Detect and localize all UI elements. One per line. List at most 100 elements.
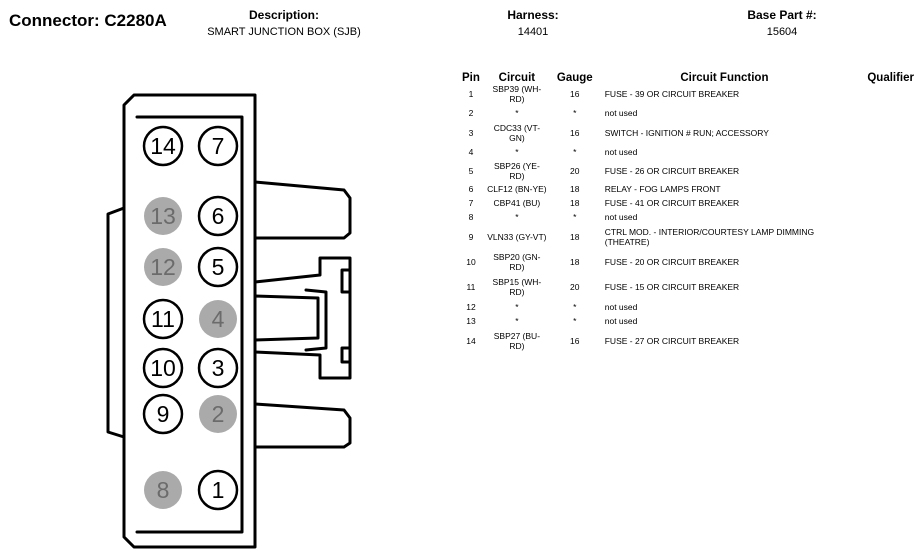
pin-cavity-13 [144,197,182,235]
pin-cavity-5 [197,246,239,288]
circuit-cell: SBP39 (WH-RD) [492,84,542,104]
circuit-cell: SBP26 (YE-RD) [493,161,540,181]
pin-cell: 12 [466,302,476,312]
center-key-tip [304,288,328,352]
pin-cell: 1 [468,89,474,99]
qualifier-cell [844,314,914,328]
pin-cavity-10 [142,347,184,389]
circuit-function-cell: not used [604,316,638,326]
pin-cavity-9 [142,393,184,435]
circuit-function-cell: FUSE - 26 OR CIRCUIT BREAKER [604,166,740,176]
table-row: 5 SBP26 (YE-RD) 20 FUSE - 26 OR CIRCUIT BRE… [455,160,914,182]
pin-number-label: 13 [150,203,176,229]
harness-value: 14401 [517,26,549,38]
harness-label: Harness: [507,8,559,22]
pin-cell: 3 [468,128,474,138]
gauge-cell: 20 [570,166,580,176]
table-row: 14 SBP27 (BU-RD) 16 FUSE - 27 OR CIRCUIT BR… [455,328,914,354]
table-row: 11 SBP15 (WH-RD) 20 FUSE - 15 OR CIRCUIT BR… [455,274,914,300]
circuit-function-cell: RELAY - FOG LAMPS FRONT [604,184,721,194]
column-header-circuit: Circuit [498,72,536,84]
qualifier-cell [844,224,914,250]
circuit-function-cell: FUSE - 15 OR CIRCUIT BREAKER [604,282,740,292]
gauge-cell: * [573,302,577,312]
locking-latch [253,256,352,380]
qualifier-cell [844,182,914,196]
pin-cell: 9 [468,232,474,242]
center-key-slot [253,294,320,342]
pin-number-label: 1 [212,477,225,503]
qualifier-cell [844,122,914,144]
gauge-cell: 16 [570,336,580,346]
circuit-cell: CDC33 (VT-GN) [493,123,541,143]
table-row: 8**not used [455,210,914,224]
pin-cell: 11 [466,282,476,292]
circuit-function-cell: not used [604,212,638,222]
pin-number-label: 4 [212,306,225,332]
pin-number-label: 9 [157,401,170,427]
left-side-lug [106,206,126,439]
circuit-function-cell: FUSE - 41 OR CIRCUIT BREAKER [604,198,740,208]
pin-cavity-14 [142,125,184,167]
description-value: SMART JUNCTION BOX (SJB) [207,26,361,38]
column-header-qualifier: Qualifier [867,72,914,84]
qualifier-cell [844,196,914,210]
column-header-gauge: Gauge [556,72,593,84]
circuit-function-cell: not used [604,147,638,157]
circuit-function-cell: SWITCH - IGNITION # RUN; ACCESSORY [604,128,769,138]
table-row: 13 * * not used [455,314,914,328]
pin-number-label: 8 [157,477,170,503]
qualifier-cell [844,104,914,122]
circuit-cell: * [515,316,519,326]
circuit-cell: * [515,108,519,118]
circuit-function-cell: FUSE - 20 OR CIRCUIT BREAKER [604,257,740,267]
qualifier-cell [844,210,914,224]
pin-cavity-1 [197,469,239,511]
description-label: Description: [248,8,319,22]
qualifier-cell [844,328,914,354]
qualifier-cell [844,250,914,274]
upper-key [253,180,352,240]
circuit-cell: SBP27 (BU-RD) [493,331,541,351]
gauge-cell: 20 [570,282,580,292]
pin-cavity-2 [199,395,237,433]
pin-cell: 14 [466,336,476,346]
table-row: 2**not used [455,104,914,122]
pin-cell: 13 [466,316,476,326]
pin-cell: 2 [468,108,474,118]
pin-cavity-8 [144,471,182,509]
gauge-cell: * [573,108,577,118]
circuit-cell: SBP15 (WH-RD) [492,277,542,297]
circuit-cell: VLN33 (GY-VT) [487,232,547,242]
circuit-cell: * [515,147,519,157]
circuit-cell: SBP20 (GN-RD) [493,252,541,272]
table-row: 12 * * not used [455,300,914,314]
pin-cavity-11 [142,298,184,340]
gauge-cell: * [573,147,577,157]
pin-number-label: 11 [151,306,175,332]
circuit-cell: CBP41 (BU) [493,198,541,208]
gauge-cell: * [573,316,577,326]
pin-cell: 5 [468,166,474,176]
pin-cell: 10 [466,257,476,267]
qualifier-cell [844,84,914,104]
base-part-label: Base Part #: [747,8,817,22]
connector-title: Connector: C2280A [9,11,167,30]
qualifier-cell [844,160,914,182]
circuit-function-cell: FUSE - 27 OR CIRCUIT BREAKER [604,336,740,346]
circuit-cell: * [515,302,519,312]
pin-cell: 4 [468,147,474,157]
qualifier-cell [844,300,914,314]
circuit-function-cell: CTRL MOD. - INTERIOR/COURTESY LAMP DIMMI… [604,227,815,247]
pin-number-label: 10 [150,355,176,381]
connector-inner-wall [135,115,244,534]
latch-tab-top [340,268,352,294]
column-header-pin: Pin [462,72,480,84]
circuit-function-cell: not used [604,302,638,312]
pin-cavity-6 [197,195,239,237]
pin-cavity-4 [199,300,237,338]
